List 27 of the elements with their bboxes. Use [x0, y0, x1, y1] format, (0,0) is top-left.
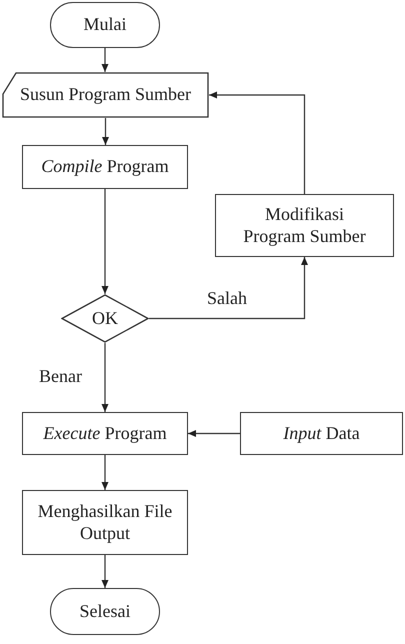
process-box	[22, 145, 188, 189]
arrow	[102, 455, 108, 490]
node-label: Mulai	[84, 14, 126, 36]
node-label: Execute Program	[43, 422, 167, 444]
process-box	[240, 412, 403, 455]
arrow	[149, 257, 308, 320]
node-label: OK	[92, 308, 118, 330]
arrow	[188, 430, 240, 437]
arrow	[102, 343, 108, 412]
node-label: Selesai	[80, 600, 130, 622]
process-box	[22, 490, 188, 555]
node-label: Menghasilkan File Output	[36, 500, 174, 544]
process-box	[215, 194, 394, 257]
node-label: Susun Program Sumber	[20, 84, 191, 106]
terminal-shape	[50, 2, 160, 48]
process-box	[22, 412, 188, 455]
node-label: Compile Program	[41, 156, 169, 178]
node-label: Input Data	[283, 422, 360, 444]
arrow	[102, 189, 108, 294]
node-label: Modifikasi Program Sumber	[242, 204, 367, 248]
decision-diamond	[61, 294, 149, 343]
arrow	[102, 118, 109, 145]
terminal-shape	[50, 588, 160, 635]
arrow	[209, 92, 306, 194]
arrow	[102, 555, 108, 588]
manual-input-shape	[2, 72, 209, 118]
arrow	[102, 48, 108, 72]
